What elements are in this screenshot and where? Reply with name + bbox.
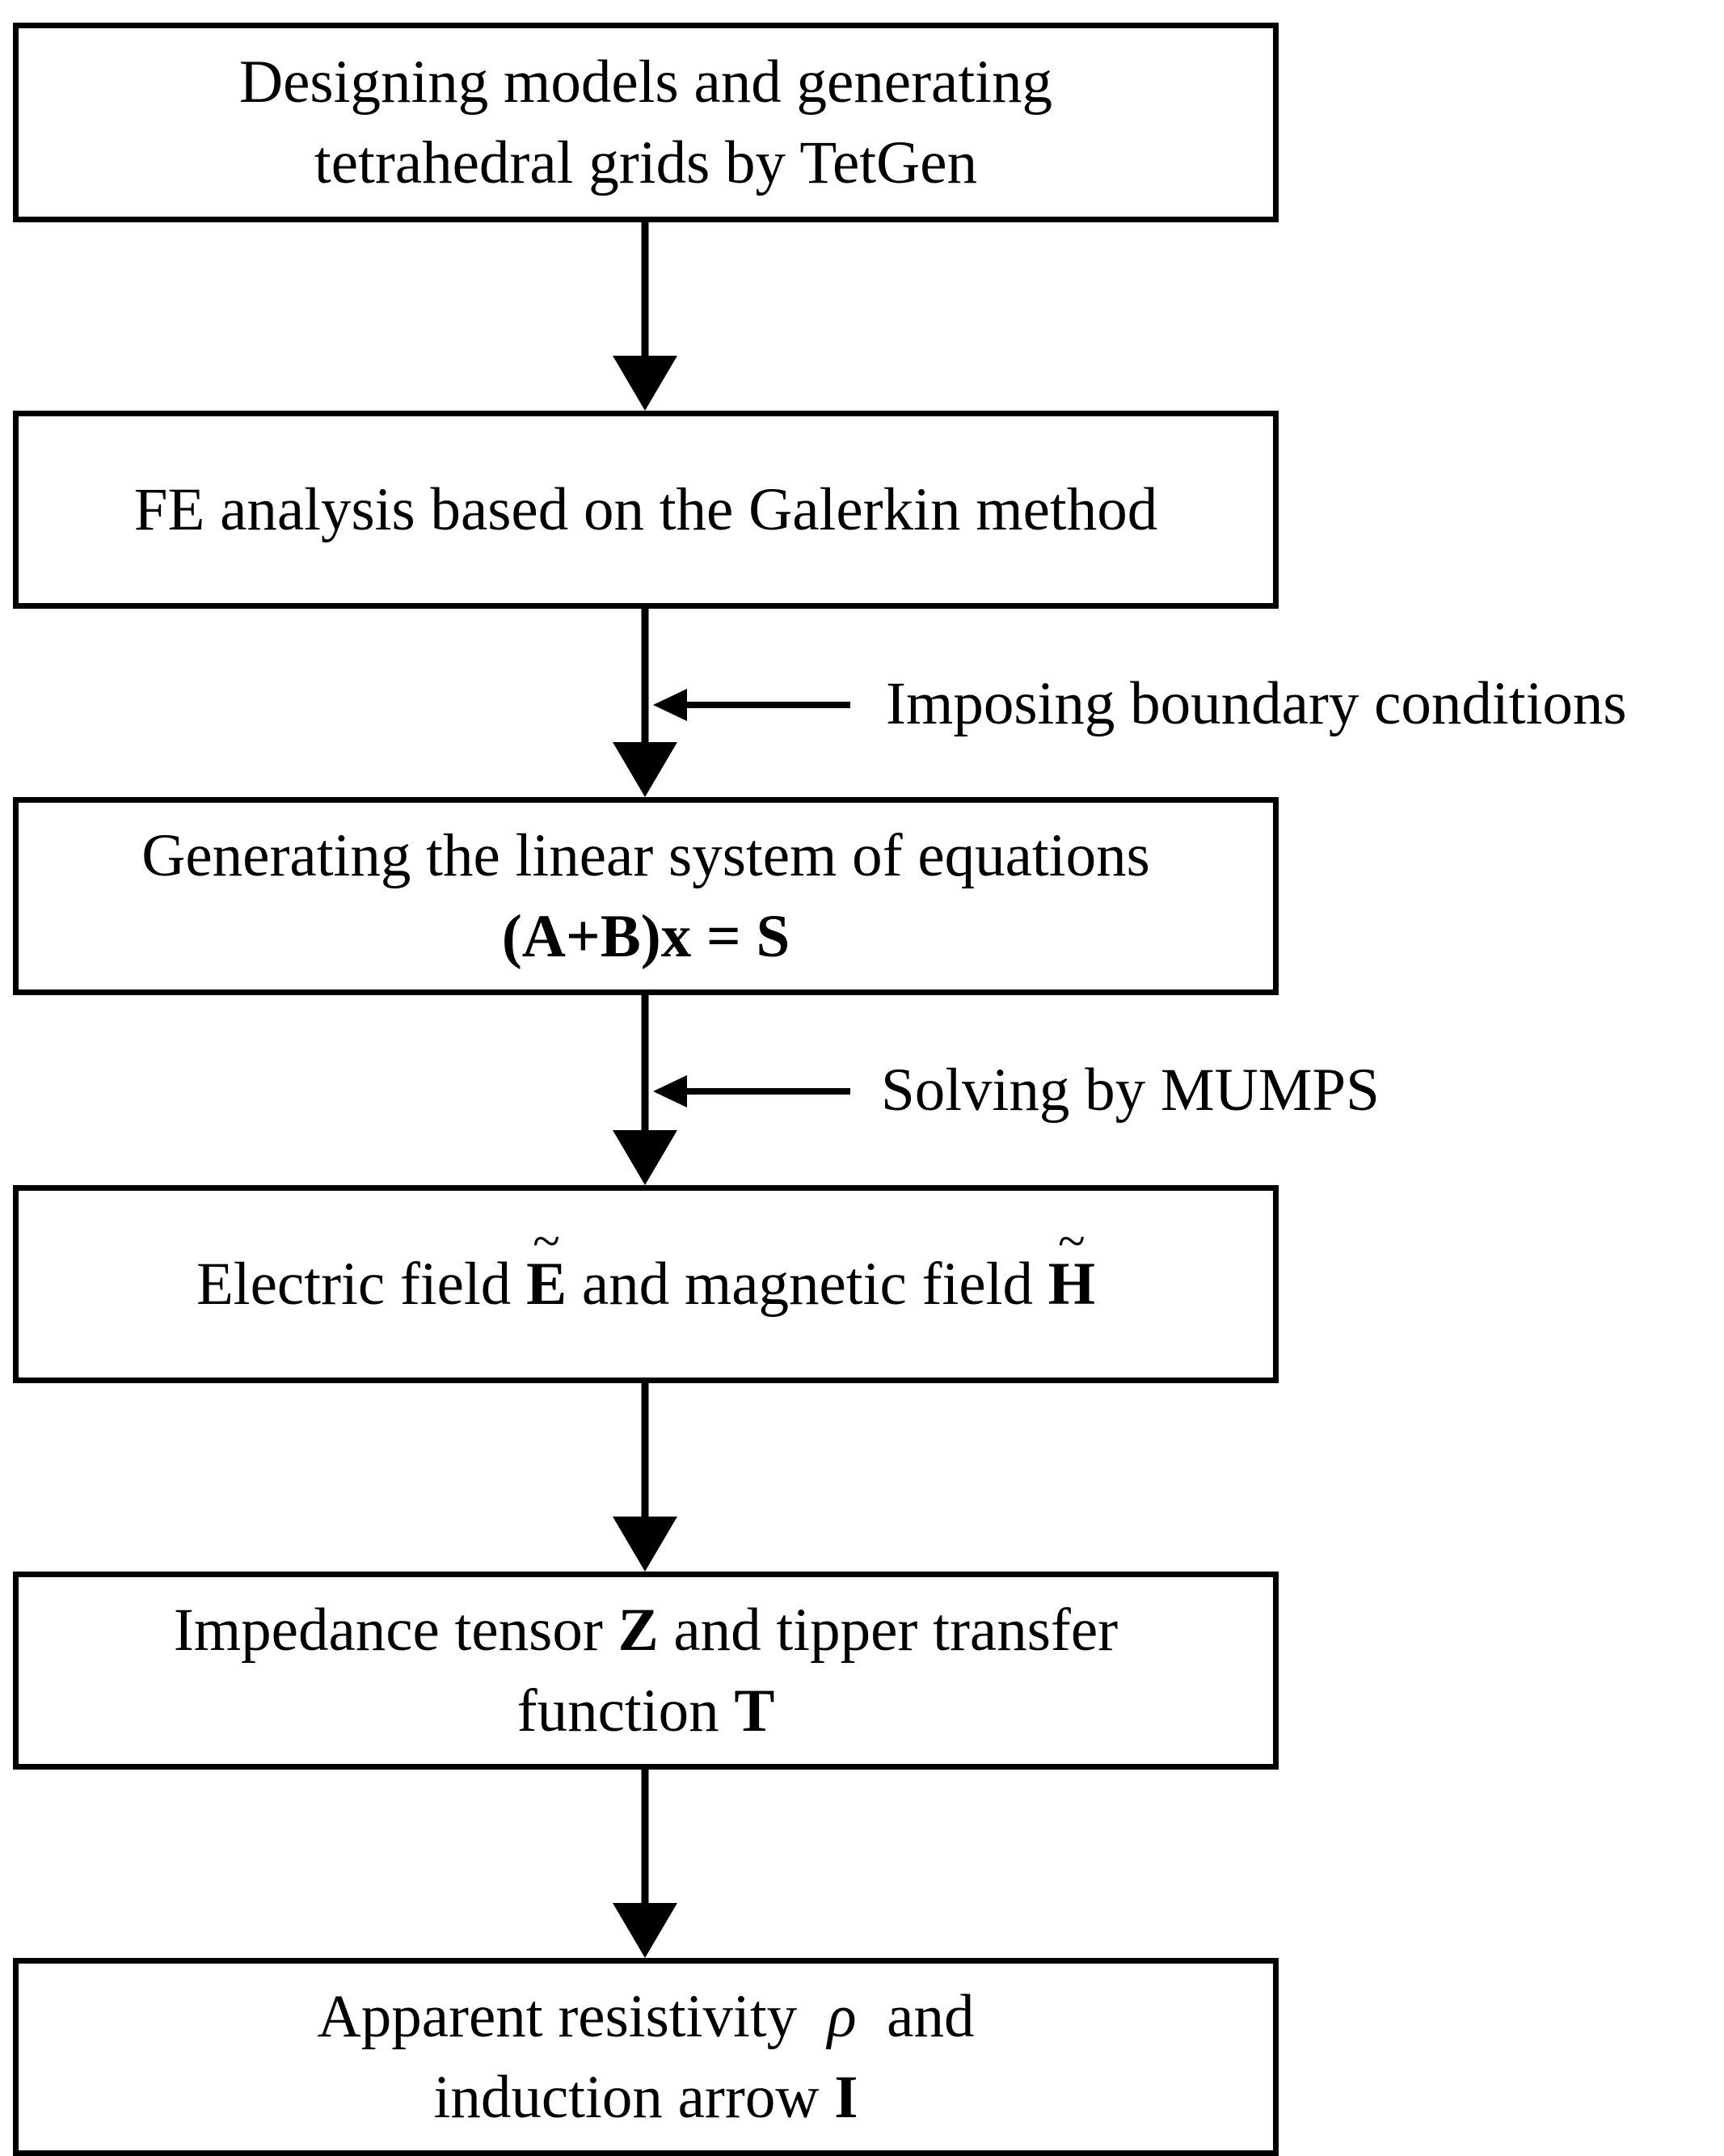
step5-line2-text: function	[516, 1677, 719, 1745]
side-input-solver: Solving by MUMPS	[881, 1057, 1380, 1124]
arrowhead-5-6	[613, 1903, 677, 1958]
arrowhead-3-4	[613, 1130, 677, 1185]
step2-line1: FE analysis based on the Galerkin method	[133, 475, 1158, 543]
step6-line1: Apparent resistivity ρ and	[318, 1977, 975, 2057]
flow-step-fe-analysis: FE analysis based on the Galerkin method	[13, 411, 1279, 609]
flow-step-mesh-generation: Designing models and generating tetrahed…	[13, 23, 1279, 222]
flow-step-fields: Electric field ~E and magnetic field ~H	[13, 1185, 1279, 1383]
step6-line1-rest: and	[887, 1982, 975, 2050]
flow-step-transfer-functions: Impedance tensor Z and tipper transfer f…	[13, 1572, 1279, 1770]
step4-line1: Electric field ~E and magnetic field ~H	[196, 1217, 1096, 1325]
electric-field-symbol: ~E	[526, 1217, 567, 1325]
magnetic-field-letter: H	[1047, 1250, 1096, 1318]
step5-line2: function T	[517, 1671, 775, 1752]
arrowhead-1-2	[613, 356, 677, 411]
arrowhead-2-3	[613, 742, 677, 797]
flow-step-responses: Apparent resistivity ρ and induction arr…	[13, 1958, 1279, 2156]
step6-line1-text: Apparent resistivity	[317, 1982, 798, 2050]
step1-line1: Designing models and generating	[238, 48, 1053, 116]
electric-field-tilde: ~	[533, 1213, 560, 1269]
side-arrow-boundary-head	[653, 689, 687, 721]
tipper-symbol: T	[734, 1677, 775, 1745]
step5-line1-text: Impedance tensor	[173, 1596, 603, 1664]
side-input-boundary-conditions: Imposing boundary conditions	[886, 670, 1627, 737]
side-arrow-solver-head	[653, 1075, 687, 1108]
step4-text-b: and magnetic field	[581, 1250, 1033, 1318]
step6-line2: induction arrow I	[434, 2057, 858, 2138]
resistivity-symbol: ρ	[827, 1982, 857, 2050]
magnetic-field-tilde: ~	[1058, 1213, 1085, 1269]
arrowhead-4-5	[613, 1517, 677, 1572]
magnetic-field-symbol: ~H	[1047, 1217, 1096, 1325]
flow-step-linear-system: Generating the linear system of equation…	[13, 797, 1279, 995]
step4-text-a: Electric field	[196, 1250, 512, 1318]
step6-line2-text: induction arrow	[433, 2063, 820, 2131]
step3-line1: Generating the linear system of equation…	[141, 821, 1150, 889]
electric-field-letter: E	[526, 1250, 567, 1318]
step5-line1: Impedance tensor Z and tipper transfer	[174, 1590, 1118, 1671]
step3-equation: (A+B)x = S	[501, 902, 790, 970]
impedance-symbol: Z	[618, 1596, 659, 1664]
step1-line2: tetrahedral grids by TetGen	[314, 129, 978, 196]
induction-arrow-symbol: I	[834, 2063, 858, 2131]
step5-line1-rest: and tipper transfer	[673, 1596, 1119, 1664]
